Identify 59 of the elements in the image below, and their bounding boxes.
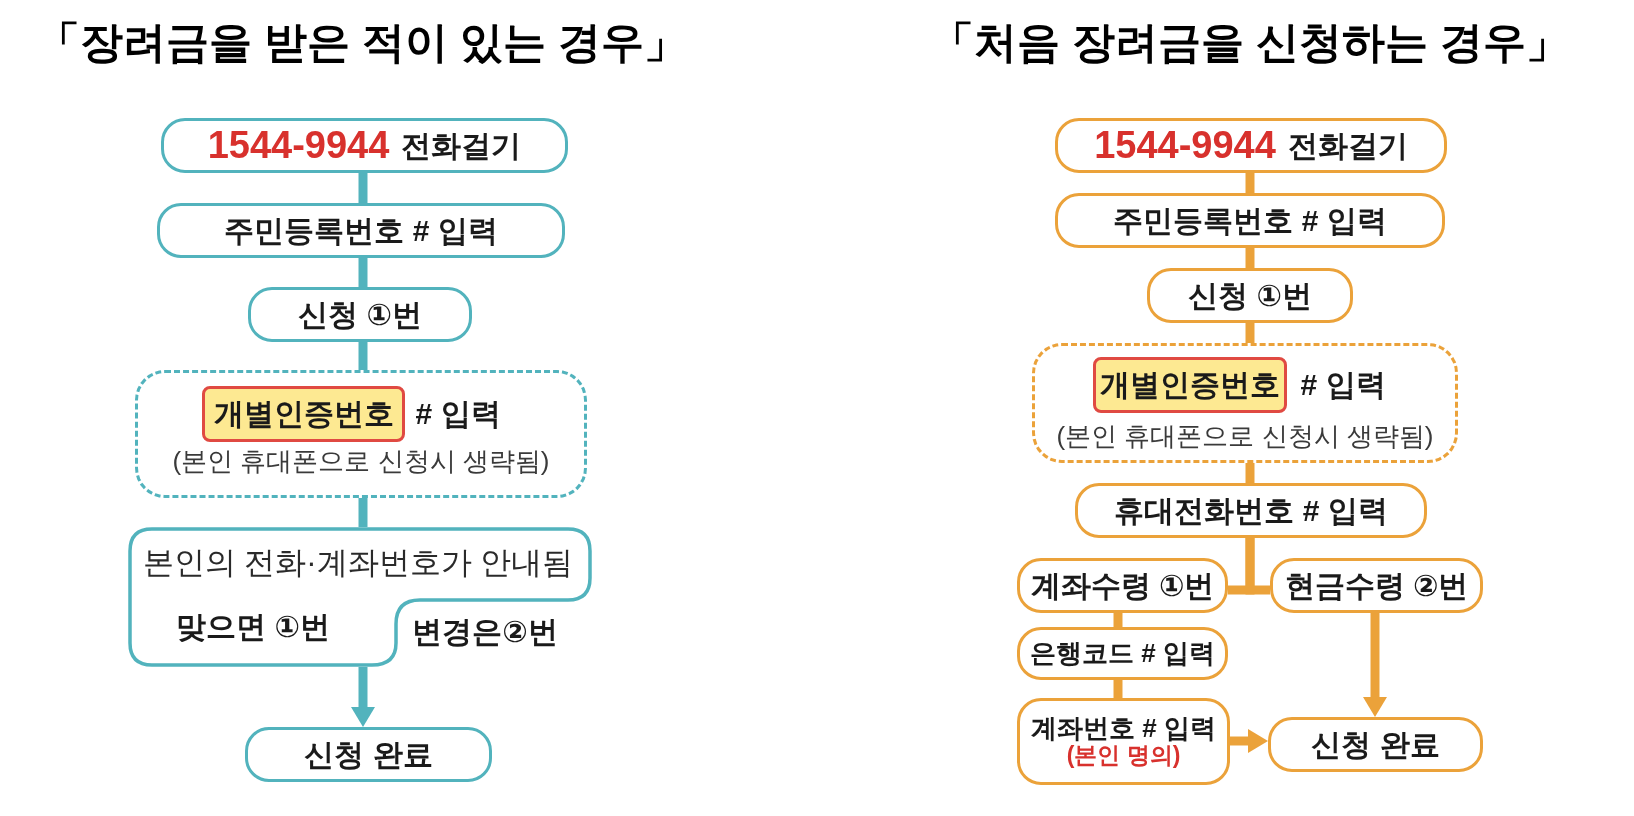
step-box xyxy=(1017,558,1228,613)
step-box xyxy=(1055,118,1447,173)
connector-line xyxy=(358,342,368,370)
section-title: 「장려금을 받은 적이 있는 경우」 xyxy=(37,17,687,67)
step-label: 개별인증번호 xyxy=(213,397,394,431)
step-label: 주민등록번호 # 입력 xyxy=(224,213,498,248)
connector-line xyxy=(1113,613,1123,627)
connector-line xyxy=(358,258,368,287)
note-text: (본인 휴대폰으로 신청시 생략됨) xyxy=(172,447,550,477)
step-label: 은행코드 # 입력 xyxy=(1030,638,1215,669)
connector-line xyxy=(1245,323,1255,343)
highlight-box xyxy=(1093,357,1287,413)
step-label: 현금수령 ②번 xyxy=(1284,568,1469,603)
step-label: 전화걸기 xyxy=(401,128,522,163)
arrow xyxy=(1363,613,1387,717)
arrow xyxy=(351,667,375,727)
step-box xyxy=(248,287,472,342)
connector-line xyxy=(358,173,368,203)
arrow xyxy=(1230,729,1268,753)
connector-line xyxy=(1113,680,1123,698)
highlight-box xyxy=(202,386,405,442)
phone-number: 1544-9944 xyxy=(207,124,390,167)
branch-label: 변경은②번 xyxy=(412,615,558,649)
step-box xyxy=(1075,483,1427,538)
step-box xyxy=(245,727,492,782)
step-label: 신청 ①번 xyxy=(1188,278,1312,313)
note-text: (본인 명의) xyxy=(1066,743,1181,769)
step-label: 전화걸기 xyxy=(1287,128,1408,163)
step-label: 신청 완료 xyxy=(304,737,433,772)
step-label: 신청 완료 xyxy=(1311,727,1440,762)
step-label: 신청 ①번 xyxy=(298,297,422,332)
step-box xyxy=(1017,627,1228,680)
step-box xyxy=(1270,558,1483,613)
step-box xyxy=(1268,717,1483,772)
step-label: 주민등록번호 # 입력 xyxy=(1113,203,1387,238)
step-label: # 입력 xyxy=(1300,368,1386,402)
note-text: (본인 휴대폰으로 신청시 생략됨) xyxy=(1056,422,1434,452)
step-box xyxy=(161,118,568,173)
step-box xyxy=(157,203,565,258)
section-title: 「처음 장려금을 신청하는 경우」 xyxy=(931,17,1569,67)
step-label: 개별인증번호 xyxy=(1100,368,1280,402)
branch-box xyxy=(128,527,592,667)
step-box xyxy=(1147,268,1353,323)
connector-line xyxy=(1245,248,1255,268)
connector-line xyxy=(358,498,368,527)
step-label: 계좌번호 # 입력 xyxy=(1031,714,1216,744)
step-box xyxy=(1055,193,1445,248)
step-label: 본인의 전화·계좌번호가 안내됨 xyxy=(142,545,574,581)
phone-number: 1544-9944 xyxy=(1094,124,1276,167)
step-box xyxy=(1017,698,1230,785)
connector-line xyxy=(1245,463,1255,483)
connector-line xyxy=(1245,538,1270,595)
branch-label: 맞으면 ①번 xyxy=(176,610,330,644)
optional-step-box xyxy=(1032,343,1458,463)
step-label: 계좌수령 ①번 xyxy=(1030,568,1215,603)
step-label: 휴대전화번호 # 입력 xyxy=(1114,493,1388,528)
step-label: # 입력 xyxy=(415,397,501,431)
connector-line xyxy=(1245,173,1255,193)
optional-step-box xyxy=(135,370,587,498)
